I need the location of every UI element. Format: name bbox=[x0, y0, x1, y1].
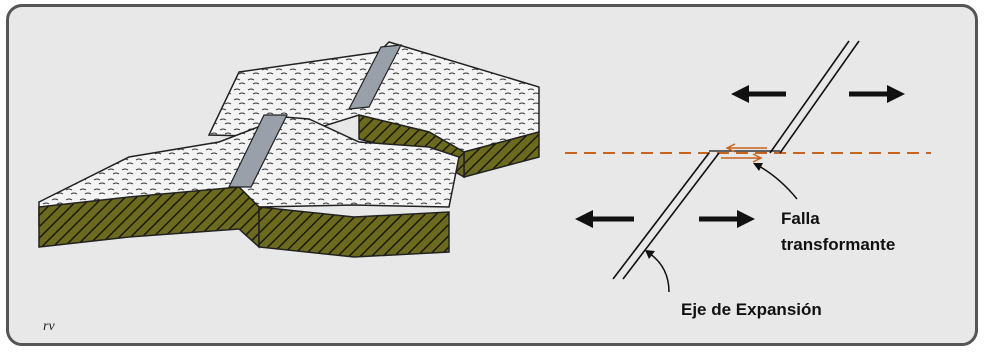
ridge-lower-line-a bbox=[612, 152, 710, 280]
fault-motion-arrow-left bbox=[725, 143, 767, 153]
eje-expansion-label: Eje de Expansión bbox=[681, 300, 822, 319]
falla-label: Falla bbox=[781, 209, 820, 228]
falla-leader bbox=[756, 164, 798, 200]
falla-leader-head bbox=[753, 163, 763, 171]
eje-leader bbox=[648, 252, 670, 293]
diagram-frame: Falla transformante Eje de Expansión rv bbox=[6, 4, 978, 346]
fault-motion-arrow-right bbox=[721, 153, 763, 163]
block-diagram bbox=[38, 41, 540, 258]
author-credit: rv bbox=[43, 319, 55, 334]
diagram-canvas bbox=[38, 40, 931, 293]
transformante-label: transformante bbox=[781, 235, 896, 254]
front-block bbox=[38, 114, 460, 258]
spreading-arrow-top-right bbox=[849, 85, 905, 103]
eje-leader-head bbox=[645, 250, 655, 259]
ridge-upper-line-b bbox=[779, 40, 860, 154]
rift-valley-front bbox=[228, 114, 288, 188]
ridge-upper-line-a bbox=[769, 40, 850, 154]
rift-valley-back bbox=[347, 44, 403, 110]
spreading-arrow-top-left bbox=[731, 85, 786, 103]
ridge-lower-line-b bbox=[622, 152, 720, 280]
spreading-arrow-bottom-left bbox=[575, 210, 634, 228]
spreading-arrow-bottom-right bbox=[699, 210, 755, 228]
schematic bbox=[565, 40, 931, 293]
